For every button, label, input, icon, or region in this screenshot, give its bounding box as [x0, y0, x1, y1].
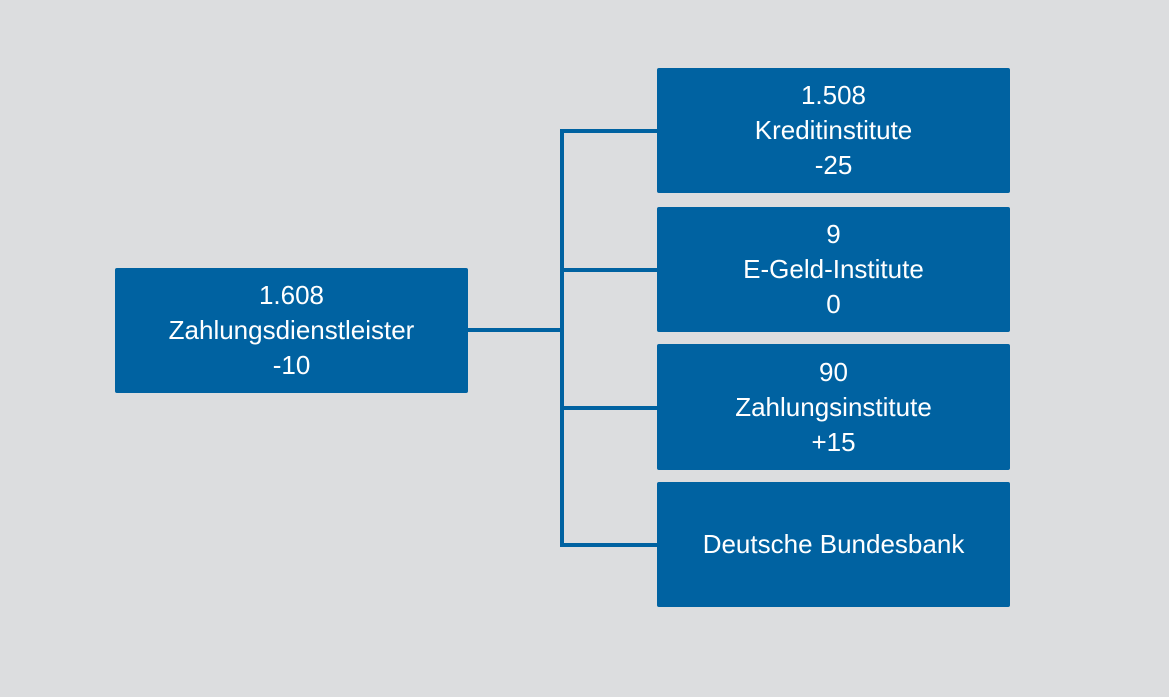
connector-trunk: [560, 129, 564, 547]
node-deutsche-bundesbank: Deutsche Bundesbank: [657, 482, 1010, 607]
node-count: 9: [826, 219, 841, 249]
node-label: Zahlungsdienstleister: [168, 315, 415, 345]
node-change: 0: [826, 289, 841, 319]
connector-deutsche-bundesbank: [560, 543, 657, 547]
node-change: +15: [811, 426, 856, 457]
node-change: -25: [814, 150, 853, 180]
node-label: E-Geld-Institute: [743, 254, 924, 284]
connector-zahlungsinstitute: [560, 406, 657, 410]
node-change: -10: [272, 350, 311, 380]
node-label: Deutsche Bundesbank: [702, 529, 965, 559]
node-e-geld-institute: 9 E-Geld-Institute 0: [657, 207, 1010, 332]
node-label: Kreditinstitute: [754, 115, 913, 145]
node-count: 1.608: [258, 280, 325, 310]
connector-e-geld-institute: [560, 268, 657, 272]
node-count: 90: [819, 356, 848, 387]
node-kreditinstitute: 1.508 Kreditinstitute -25: [657, 68, 1010, 193]
node-count: 1.508: [800, 80, 867, 110]
connector-root: [468, 328, 562, 332]
node-zahlungsinstitute: 90 Zahlungsinstitute +15: [657, 344, 1010, 470]
node-zahlungsdienstleister: 1.608 Zahlungsdienstleister -10: [115, 268, 468, 393]
node-label: Zahlungsinstitute: [735, 391, 932, 422]
connector-kreditinstitute: [560, 129, 657, 133]
